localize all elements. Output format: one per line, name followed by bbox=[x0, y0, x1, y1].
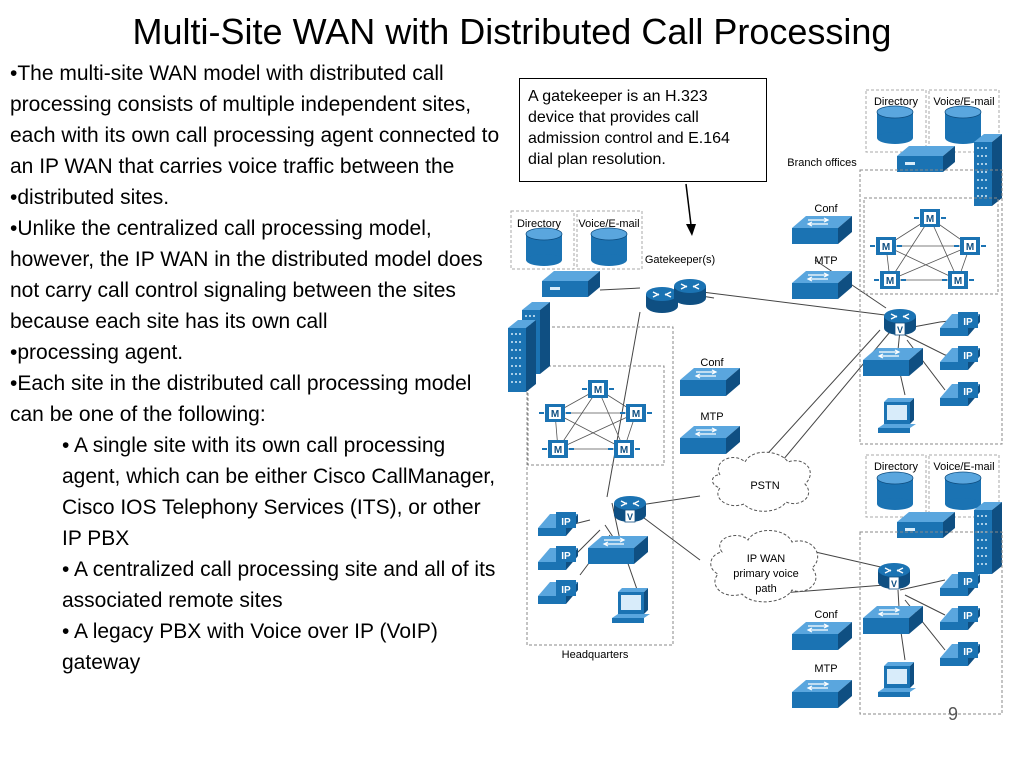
building-icon bbox=[973, 501, 1003, 575]
ip-phone-icon bbox=[538, 512, 578, 536]
directory-label: Directory bbox=[874, 461, 919, 473]
callmanager-icon bbox=[913, 208, 947, 228]
sub-bullet-item: • A legacy PBX with Voice over IP (VoIP)… bbox=[62, 620, 438, 674]
bullet-item: •Each site in the distributed call proce… bbox=[10, 372, 472, 426]
voicemail-label: Voice/E-mail bbox=[578, 218, 639, 230]
ip-phone-icon bbox=[940, 382, 980, 406]
branch-office-2: Directory Voice/E-mail V Conf MTP bbox=[791, 454, 1003, 715]
callmanager-icon bbox=[619, 403, 653, 423]
mtp-label: MTP bbox=[700, 411, 723, 423]
mtp-label: MTP bbox=[814, 663, 837, 675]
headquarters-site: Directory Voice/E-mail V Headquarters Co… bbox=[507, 210, 741, 661]
callmanager-icon bbox=[941, 270, 975, 290]
v-badge: V bbox=[627, 512, 633, 522]
gatekeeper-callout: A gatekeeper is an H.323 device that pro… bbox=[519, 78, 767, 182]
callout-arrow bbox=[685, 183, 696, 236]
slide-title: Multi-Site WAN with Distributed Call Pro… bbox=[132, 11, 892, 52]
gateway-server-icon bbox=[897, 512, 955, 538]
bullet-list: •The multi-site WAN model with distribut… bbox=[10, 58, 505, 678]
directory-label: Directory bbox=[874, 96, 919, 108]
conf-label: Conf bbox=[814, 609, 838, 621]
bullet-item: •The multi-site WAN model with distribut… bbox=[10, 62, 500, 178]
v-badge: V bbox=[891, 579, 897, 589]
ip-phone-icon bbox=[940, 572, 980, 596]
switch-icon bbox=[862, 347, 924, 377]
cluster-mesh bbox=[885, 217, 971, 281]
ipwan-cloud: IP WAN primary voice path bbox=[710, 530, 819, 603]
cluster-mesh bbox=[554, 388, 637, 450]
callmanager-icon bbox=[607, 439, 641, 459]
sub-bullet-item: • A single site with its own call proces… bbox=[62, 434, 496, 550]
pstn-label: PSTN bbox=[750, 480, 779, 492]
voicemail-label: Voice/E-mail bbox=[933, 96, 994, 108]
workstation-icon bbox=[612, 588, 650, 623]
voicemail-server-icon bbox=[944, 471, 982, 511]
mtp-switch-icon bbox=[791, 679, 853, 709]
callmanager-icon bbox=[869, 236, 903, 256]
mtp-label: MTP bbox=[814, 255, 837, 267]
ip-phone-icon bbox=[940, 346, 980, 370]
gateway-server-icon bbox=[897, 146, 955, 172]
ip-phone-icon bbox=[538, 580, 578, 604]
workstation-icon bbox=[878, 662, 916, 697]
callmanager-icon bbox=[953, 236, 987, 256]
ipwan-label: IP WAN bbox=[747, 553, 786, 565]
sub-bullet-item: • A centralized call processing site and… bbox=[62, 558, 496, 612]
voicemail-server-icon bbox=[944, 105, 982, 145]
conf-switch-icon bbox=[791, 621, 853, 651]
conf-switch-icon bbox=[791, 215, 853, 245]
directory-server-icon bbox=[876, 471, 914, 511]
ipwan-label: primary voice bbox=[733, 568, 798, 580]
voicemail-label: Voice/E-mail bbox=[933, 461, 994, 473]
page-number: 9 bbox=[948, 704, 959, 724]
branch-offices-label: Branch offices bbox=[787, 157, 857, 169]
branch-office-1: Directory Voice/E-mail Branch offices V … bbox=[787, 89, 1003, 445]
directory-server-icon bbox=[876, 105, 914, 145]
ip-phone-icon bbox=[538, 546, 578, 570]
conf-label: Conf bbox=[700, 357, 724, 369]
gatekeeper-group: Gatekeeper(s) bbox=[645, 254, 715, 314]
workstation-icon bbox=[878, 398, 916, 433]
gatekeeper-label: Gatekeeper(s) bbox=[645, 254, 715, 266]
voicemail-server-icon bbox=[590, 227, 628, 267]
conf-switch-icon bbox=[679, 367, 741, 397]
mtp-switch-icon bbox=[679, 425, 741, 455]
ip-phone-icon bbox=[940, 606, 980, 630]
bullet-item: •processing agent. bbox=[10, 341, 184, 364]
v-badge: V bbox=[897, 325, 903, 335]
bullet-item: •distributed sites. bbox=[10, 186, 170, 209]
directory-label: Directory bbox=[517, 218, 562, 230]
building-icon bbox=[507, 319, 537, 393]
headquarters-label: Headquarters bbox=[562, 649, 629, 661]
gatekeeper-router-icon bbox=[673, 278, 707, 306]
switch-icon bbox=[862, 605, 924, 635]
ip-phone-icon bbox=[940, 642, 980, 666]
directory-server-icon bbox=[525, 227, 563, 267]
pstn-cloud: PSTN bbox=[712, 451, 811, 512]
mtp-switch-icon bbox=[791, 270, 853, 300]
switch-icon bbox=[587, 535, 649, 565]
ip-phone-icon bbox=[940, 312, 980, 336]
bullet-item: •Unlike the centralized call processing … bbox=[10, 217, 483, 333]
callmanager-icon bbox=[541, 439, 575, 459]
gatekeeper-router-icon bbox=[645, 286, 679, 314]
gateway-server-icon bbox=[542, 271, 600, 297]
callmanager-icon bbox=[873, 270, 907, 290]
conf-label: Conf bbox=[814, 203, 838, 215]
ipwan-label: path bbox=[755, 583, 776, 595]
